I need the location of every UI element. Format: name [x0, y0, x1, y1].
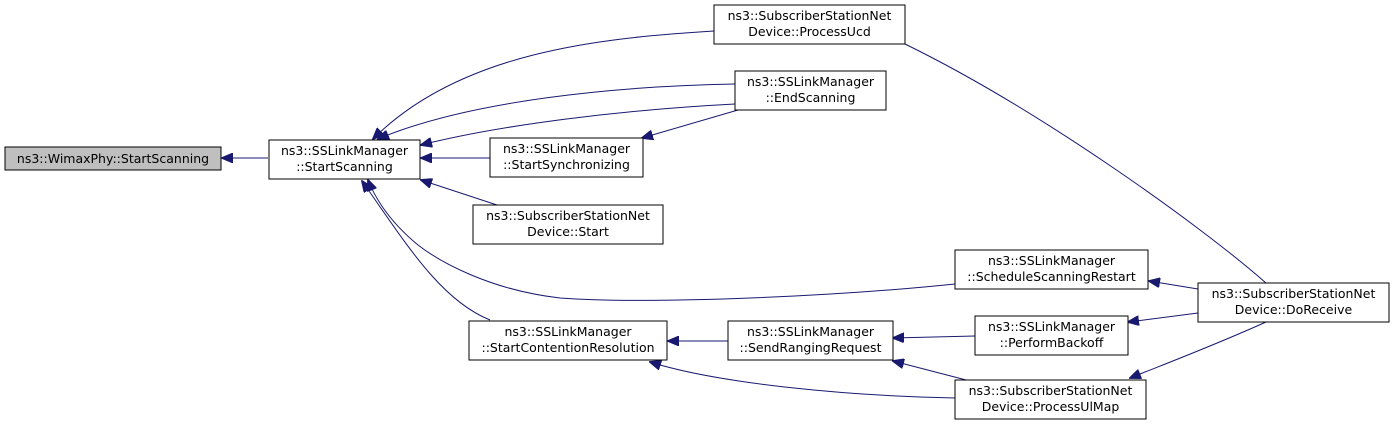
edge-processulmap-to-contentionresolution	[650, 362, 956, 399]
node-label-line1: ns3::SubscriberStationNet	[728, 8, 892, 23]
edge-processulmap-to-doreceive	[1130, 321, 1267, 378]
node-label-line1: ns3::SubscriberStationNet	[486, 208, 650, 223]
node-label-line2: ::PerformBackoff	[1000, 335, 1104, 350]
node-label-line1: ns3::SSLinkManager	[747, 324, 875, 339]
node-sslinkmanager-startsynchronizing[interactable]: ns3::SSLinkManager ::StartSynchronizing	[489, 137, 644, 178]
edge-startsynchronizing-to-endscanning	[642, 109, 739, 138]
node-label-line2: ::StartScanning	[296, 159, 393, 174]
node-label-line1: ns3::SSLinkManager	[504, 324, 632, 339]
node-label-line2: Device::DoReceive	[1235, 302, 1353, 317]
edges	[222, 30, 1267, 399]
edge-processulmap-to-sendranging	[893, 361, 971, 382]
node-label-line2: Device::ProcessUlMap	[982, 399, 1120, 414]
node-label-line2: Device::Start	[527, 224, 609, 239]
node-subscriberstationnetdevice-processulmap[interactable]: ns3::SubscriberStationNet Device::Proces…	[954, 379, 1147, 420]
edge-endscanning-to-startscanning-lower	[421, 103, 736, 145]
node-sslinkmanager-endscanning[interactable]: ns3::SSLinkManager ::EndScanning	[734, 70, 887, 111]
edge-contentionresolution-to-startscanning	[362, 181, 491, 321]
edge-processucd-to-startscanning	[373, 30, 715, 139]
node-label-line1: ns3::SubscriberStationNet	[969, 383, 1133, 398]
node-sslinkmanager-schedulescanningrestart[interactable]: ns3::SSLinkManager ::ScheduleScanningRes…	[954, 249, 1149, 290]
node-sslinkmanager-startscanning[interactable]: ns3::SSLinkManager ::StartScanning	[268, 139, 421, 180]
node-label-line2: ::ScheduleScanningRestart	[967, 269, 1136, 284]
node-sslinkmanager-sendrangingrequest[interactable]: ns3::SSLinkManager ::SendRangingRequest	[727, 320, 894, 361]
node-sslinkmanager-performbackoff[interactable]: ns3::SSLinkManager ::PerformBackoff	[974, 315, 1129, 356]
node-label-line1: ns3::SSLinkManager	[988, 319, 1116, 334]
node-subscriberstationnetdevice-doreceive[interactable]: ns3::SubscriberStationNet Device::DoRece…	[1197, 282, 1390, 323]
node-subscriberstationnetdevice-processucd[interactable]: ns3::SubscriberStationNet Device::Proces…	[713, 4, 906, 45]
edge-performbackoff-to-sendranging	[893, 336, 976, 338]
node-label-line2: Device::ProcessUcd	[748, 24, 871, 39]
node-label-line2: ::EndScanning	[766, 90, 856, 105]
edge-doreceive-to-performbackoff	[1128, 312, 1199, 322]
node-label-line1: ns3::SSLinkManager	[503, 141, 631, 156]
node-label-line1: ns3::SSLinkManager	[988, 253, 1116, 268]
node-label-line2: ::StartSynchronizing	[503, 157, 630, 172]
node-subscriberstationnetdevice-start[interactable]: ns3::SubscriberStationNet Device::Start	[472, 204, 664, 245]
node-label-line1: ns3::SSLinkManager	[281, 143, 409, 158]
node-label-line1: ns3::SSLinkManager	[747, 74, 875, 89]
edge-doreceive-to-schedulerestart	[1149, 281, 1199, 290]
node-sslinkmanager-startcontentionresolution[interactable]: ns3::SSLinkManager ::StartContentionReso…	[468, 320, 668, 361]
node-wimaxphy-startscanning[interactable]: ns3::WimaxPhy::StartScanning	[4, 146, 222, 171]
node-label: ns3::WimaxPhy::StartScanning	[17, 151, 209, 166]
edge-schedulerestart-to-startscanning	[368, 180, 956, 301]
node-label-line1: ns3::SubscriberStationNet	[1212, 286, 1376, 301]
edge-ssnd-start-to-startscanning	[421, 180, 498, 206]
node-label-line2: ::SendRangingRequest	[740, 340, 882, 355]
node-label-line2: ::StartContentionResolution	[481, 340, 654, 355]
edge-endscanning-to-startscanning-upper	[378, 83, 736, 139]
edge-processucd-to-doreceive	[904, 43, 1267, 284]
